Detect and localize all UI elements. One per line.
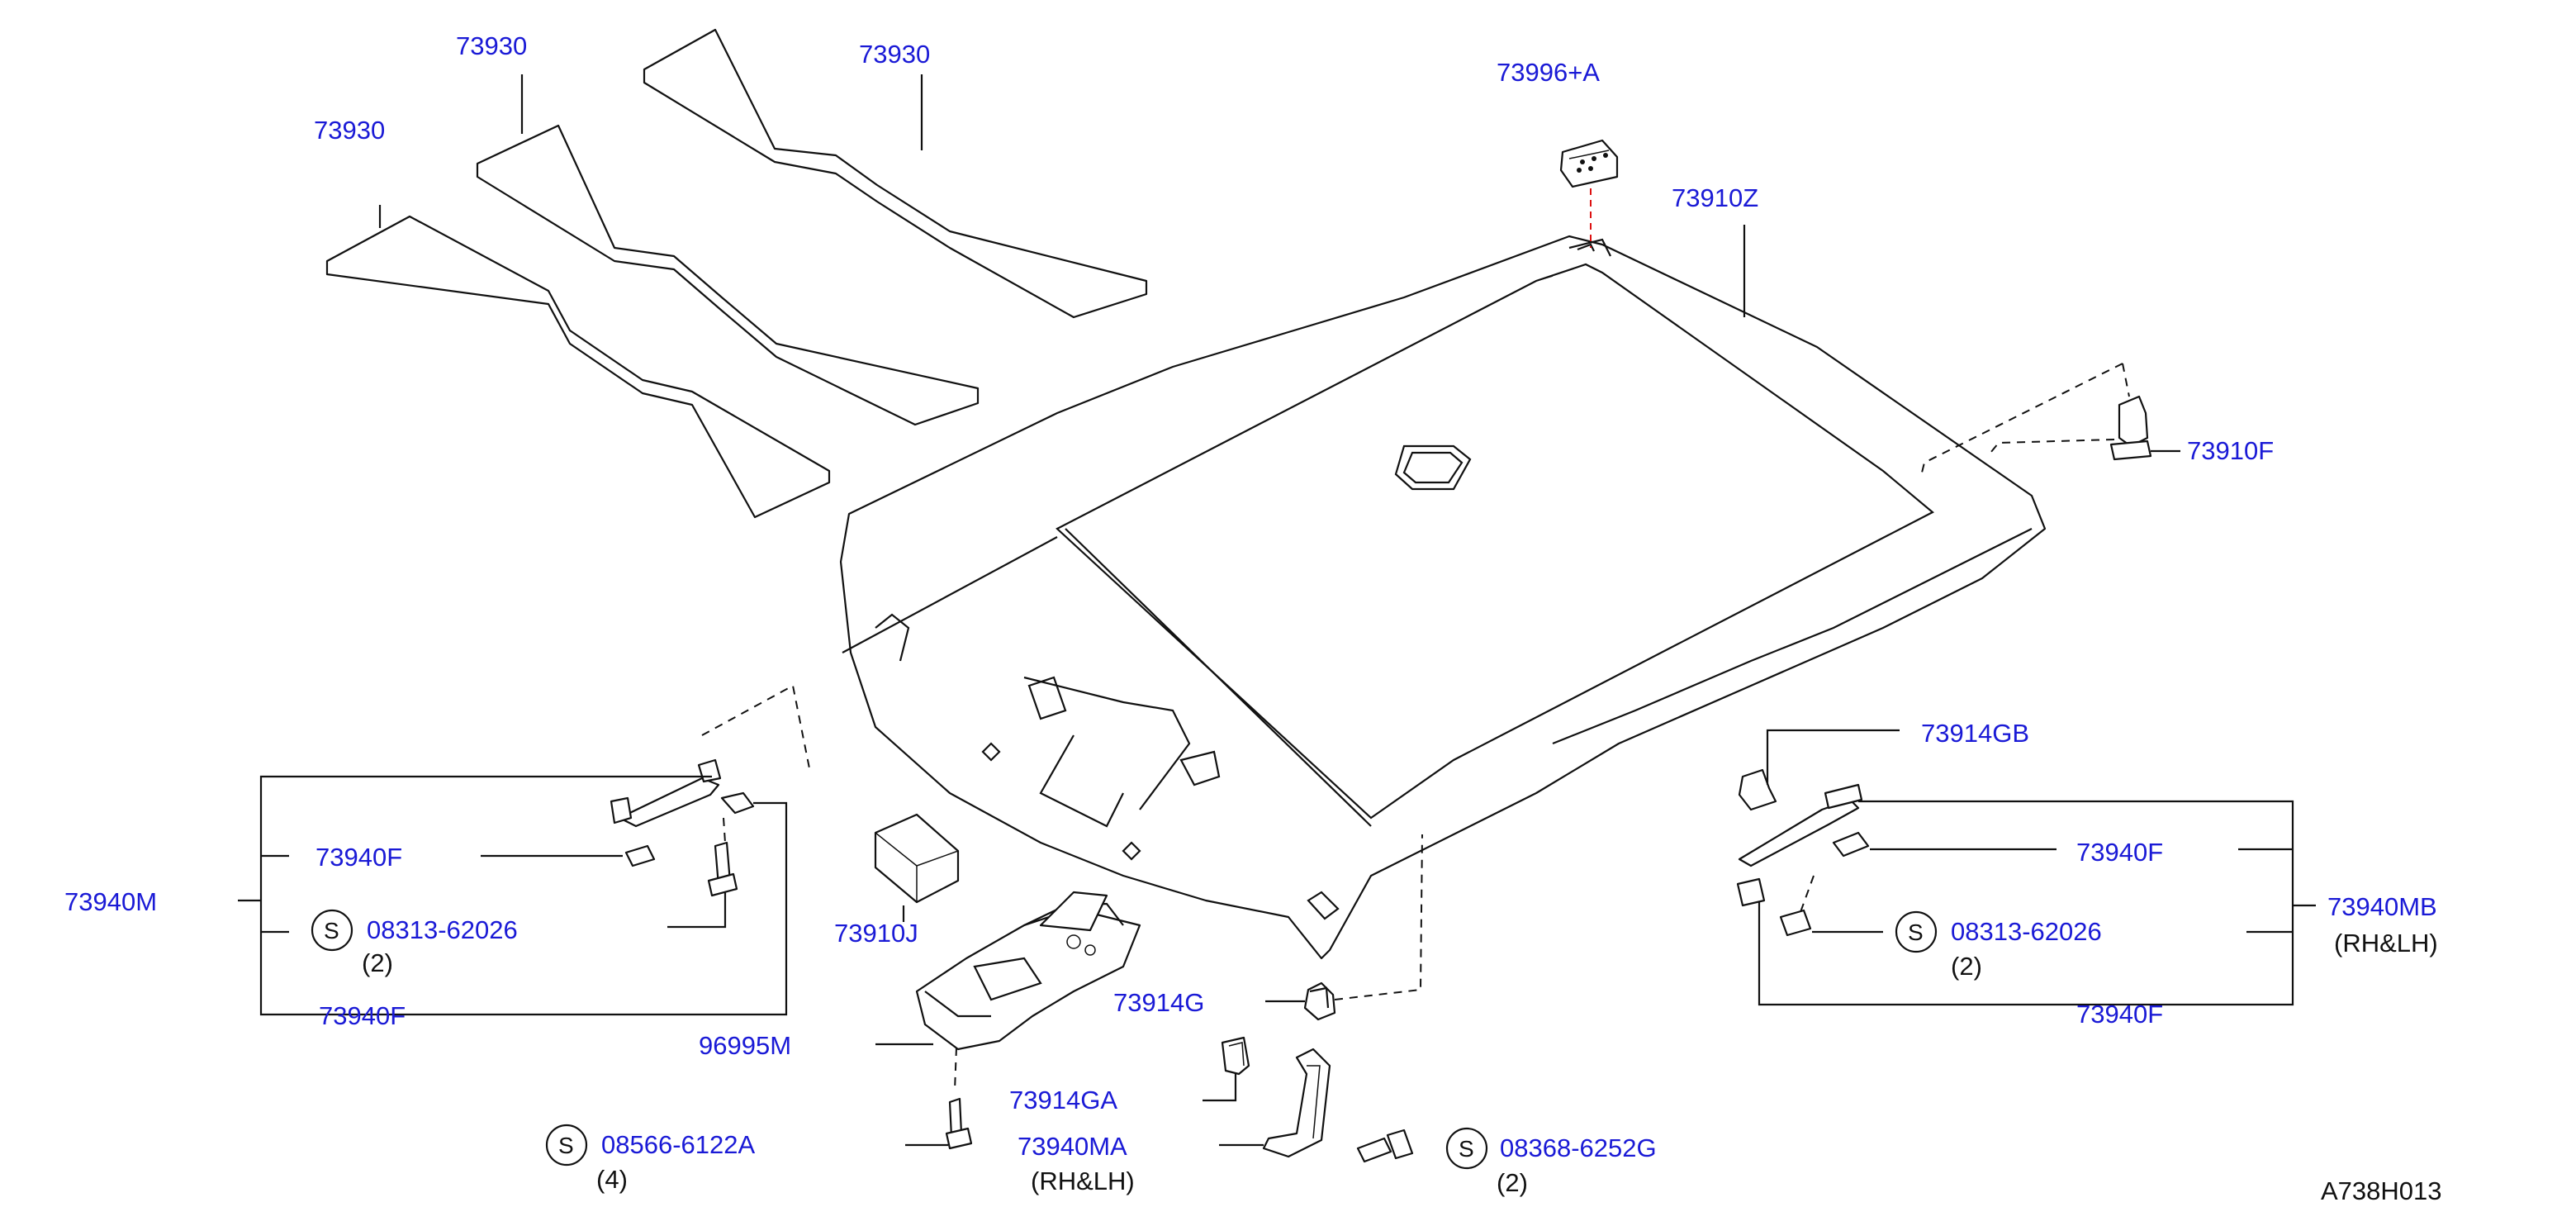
standard-part-symbols: S S S S: [311, 909, 1938, 1170]
room-lamp-part: [1559, 139, 1619, 248]
right-bracket-assembly-part: [1736, 768, 1870, 937]
label-qty-bottom-right: (2): [1497, 1168, 1528, 1197]
label-bracket-l2: 73940F: [319, 1001, 406, 1030]
label-headlining: 73910Z: [1672, 183, 1758, 212]
roof-console-part: [915, 891, 1141, 1051]
label-clip-73914g: 73914G: [1113, 988, 1204, 1017]
diagram-code: A738H013: [2321, 1176, 2442, 1205]
svg-text:S: S: [1908, 920, 1924, 945]
pad-73910j-part: [874, 813, 960, 904]
clip-73914ga-part: [1221, 1036, 1250, 1076]
clip-73914g-part: [1303, 834, 1423, 1021]
assist-grip-part: [1262, 1048, 1331, 1158]
svg-text:S: S: [558, 1133, 574, 1158]
pad-middle: [476, 124, 980, 426]
screw-08566-part: [945, 1097, 973, 1150]
label-pad-73910j: 73910J: [834, 919, 918, 948]
callout-labels: 73930 73930 73930 73996+A 73910Z 73910F …: [64, 31, 2442, 1205]
label-screw-bottom-right: 08368-6252G: [1500, 1133, 1657, 1162]
svg-text:S: S: [324, 918, 339, 943]
svg-text:S: S: [1459, 1136, 1474, 1162]
label-rhlh-73940mb: (RH&LH): [2334, 929, 2438, 958]
label-bracket-r1: 73940F: [2076, 838, 2163, 867]
label-qty-right: (2): [1951, 952, 1982, 981]
label-qty-bottom-left: (4): [596, 1165, 628, 1194]
label-screw-right: 08313-62026: [1951, 917, 2102, 946]
left-bracket-assembly-part: [610, 684, 810, 897]
label-clip-73914ga: 73914GA: [1009, 1086, 1117, 1114]
label-rhlh-73940ma: (RH&LH): [1031, 1167, 1135, 1195]
label-lamp: 73996+A: [1497, 58, 1600, 87]
label-console-96995m: 96995M: [699, 1031, 791, 1060]
label-assy-73940mb: 73940MB: [2327, 892, 2437, 921]
label-assy-73940m: 73940M: [64, 887, 157, 916]
headlining-assembly: [839, 235, 2047, 960]
clip-73910f-part: [1920, 363, 2152, 477]
label-screw-left: 08313-62026: [367, 915, 518, 944]
label-handle-73914gb: 73914GB: [1921, 719, 2029, 748]
pad-top-right: [643, 28, 1148, 319]
screw-08368-part: [1356, 1129, 1414, 1163]
label-grip-73940ma: 73940MA: [1018, 1132, 1127, 1161]
label-pad-a: 73930: [314, 116, 385, 145]
label-bracket-l1: 73940F: [315, 843, 402, 872]
label-screw-bottom-left: 08566-6122A: [601, 1130, 755, 1159]
label-bracket-r2: 73940F: [2076, 1000, 2163, 1029]
label-qty-left: (2): [362, 948, 393, 977]
pad-left: [325, 215, 831, 519]
label-clip-73910f: 73910F: [2187, 436, 2274, 465]
leader-lines: [238, 74, 2316, 1147]
label-pad-b: 73930: [456, 31, 527, 60]
label-pad-c: 73930: [859, 40, 930, 69]
